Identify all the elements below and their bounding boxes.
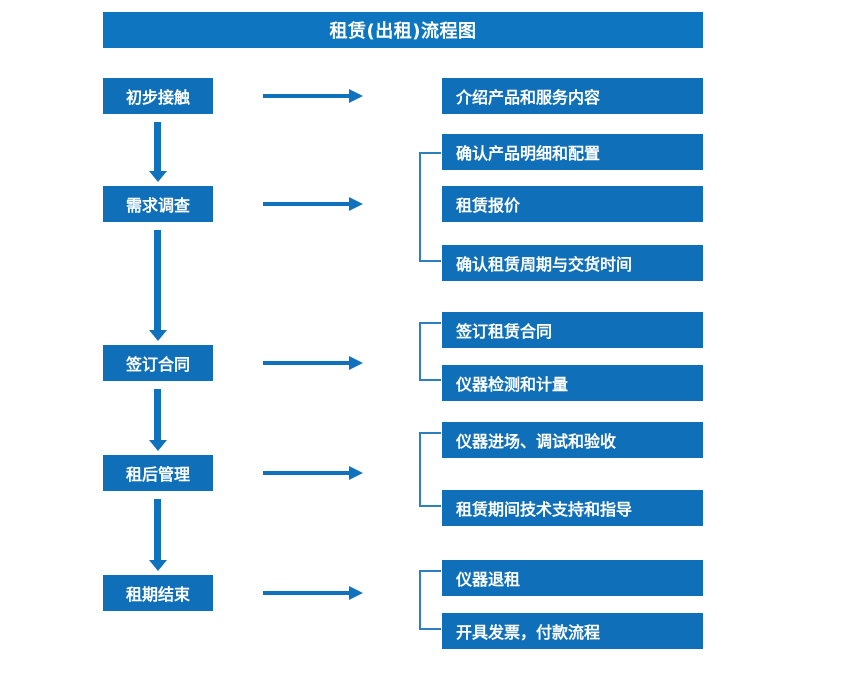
- group-bracket-4: [419, 432, 441, 507]
- stage-label-5: 租期结束: [125, 585, 190, 604]
- detail-label-3: 租赁报价: [456, 196, 521, 215]
- page-title: 租赁(出租)流程图: [329, 21, 477, 42]
- detail-label-6: 仪器检测和计量: [456, 375, 569, 394]
- vertical-arrow-3-4: [149, 389, 167, 451]
- stage-label-2: 需求调查: [125, 196, 190, 215]
- chart-title-bar: 租赁(出租)流程图: [103, 12, 703, 48]
- detail-label-4: 确认租赁周期与交货时间: [456, 255, 633, 274]
- detail-label-10: 开具发票，付款流程: [456, 623, 601, 642]
- detail-box-8[interactable]: 租赁期间技术支持和指导: [442, 490, 703, 526]
- detail-box-6[interactable]: 仪器检测和计量: [442, 365, 703, 401]
- detail-label-8: 租赁期间技术支持和指导: [456, 500, 633, 519]
- stage-box-2[interactable]: 需求调查: [103, 186, 213, 222]
- detail-box-1[interactable]: 介绍产品和服务内容: [442, 78, 703, 114]
- stage-box-3[interactable]: 签订合同: [103, 345, 213, 381]
- detail-label-5: 签订租赁合同: [456, 322, 553, 341]
- detail-box-3[interactable]: 租赁报价: [442, 186, 703, 222]
- group-bracket-5: [419, 570, 441, 630]
- horizontal-arrow-2: [263, 197, 365, 211]
- stage-box-5[interactable]: 租期结束: [103, 575, 213, 611]
- stage-label-4: 租后管理: [125, 465, 190, 484]
- vertical-arrow-4-5: [149, 499, 167, 571]
- detail-label-9: 仪器退租: [456, 570, 521, 589]
- detail-box-9[interactable]: 仪器退租: [442, 560, 703, 596]
- stage-label-3: 签订合同: [125, 355, 190, 374]
- detail-box-5[interactable]: 签订租赁合同: [442, 312, 703, 348]
- horizontal-arrow-4: [263, 466, 365, 480]
- horizontal-arrow-1: [263, 89, 365, 103]
- detail-box-10[interactable]: 开具发票，付款流程: [442, 613, 703, 649]
- detail-box-2[interactable]: 确认产品明细和配置: [442, 134, 703, 170]
- stage-box-4[interactable]: 租后管理: [103, 455, 213, 491]
- group-bracket-3: [419, 322, 441, 381]
- vertical-arrow-2-3: [149, 230, 167, 341]
- stage-box-1[interactable]: 初步接触: [103, 78, 213, 114]
- detail-label-1: 介绍产品和服务内容: [456, 88, 601, 107]
- vertical-arrow-1-2: [149, 122, 167, 182]
- horizontal-arrow-5: [263, 586, 365, 600]
- detail-box-7[interactable]: 仪器进场、调试和验收: [442, 422, 703, 458]
- detail-box-4[interactable]: 确认租赁周期与交货时间: [442, 245, 703, 281]
- stage-label-1: 初步接触: [125, 88, 190, 107]
- group-bracket-2: [419, 152, 441, 262]
- detail-label-7: 仪器进场、调试和验收: [456, 432, 617, 451]
- detail-label-2: 确认产品明细和配置: [456, 144, 601, 163]
- horizontal-arrow-3: [263, 356, 365, 370]
